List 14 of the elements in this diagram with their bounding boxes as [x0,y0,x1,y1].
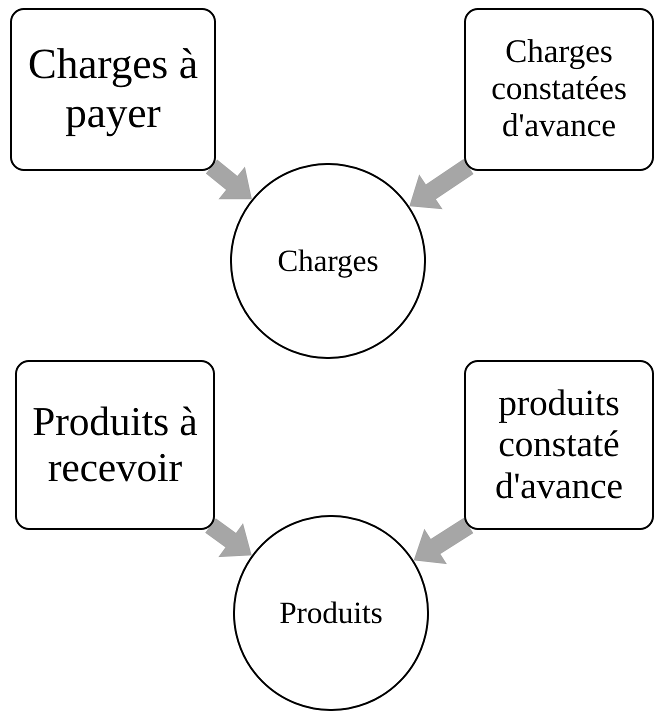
rounded-box [15,360,215,530]
rounded-box [464,360,654,530]
node-text: Charges constatées d'avance [490,34,628,145]
node-text: Produits à recevoir [31,399,199,491]
rounded-box [464,8,654,171]
node-text: produits constaté d'avance [494,382,624,508]
node-text: Produits [279,596,383,630]
arrow [414,518,474,564]
arrow [206,160,252,200]
rounded-box [10,8,216,171]
arrow [409,159,474,210]
node-text: Charges à payer [27,41,199,138]
arrow [205,518,252,558]
node-text: Charges [277,244,379,278]
